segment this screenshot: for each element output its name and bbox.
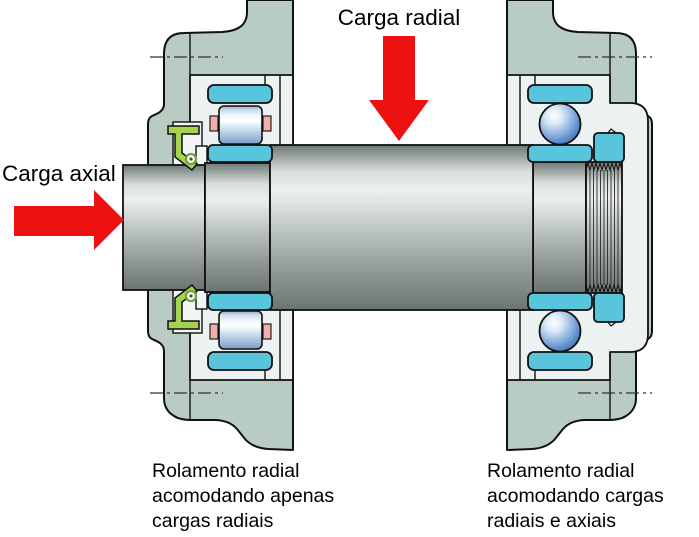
seal-spring-center xyxy=(189,157,193,161)
roller-cage-top-right xyxy=(262,115,272,132)
radial-load-arrow xyxy=(369,36,429,141)
right-outer-ring-top xyxy=(527,84,593,104)
shaft-threads xyxy=(585,161,623,294)
seal-body xyxy=(167,125,200,172)
left-outer-ring-top xyxy=(207,84,273,104)
locknut-assembly xyxy=(593,128,625,327)
right-outer-ring-bottom xyxy=(527,351,593,371)
roller-cage-top-left xyxy=(209,115,219,132)
right-ball-bearing xyxy=(527,84,593,371)
shaft-left-stub xyxy=(122,164,206,291)
bolt-centerlines xyxy=(150,56,652,394)
left-outer-ring-bottom xyxy=(207,351,273,371)
roller-bottom xyxy=(218,310,263,350)
roller-top xyxy=(218,105,263,145)
shaft-right-bearing-seat xyxy=(532,161,587,294)
right-inner-ring-bottom xyxy=(527,292,593,311)
right-bearing-caption: Rolamento radial acomodando cargas radia… xyxy=(487,460,664,532)
locknut-top xyxy=(593,132,625,163)
left-bearing-caption: Rolamento radial acomodando apenas carga… xyxy=(152,460,334,532)
shaft-left-bearing-seat xyxy=(204,162,271,293)
shaft xyxy=(122,144,623,311)
roller-cage-bottom-right xyxy=(262,323,272,340)
left-roller-bearing xyxy=(207,84,273,371)
right-inner-ring-top xyxy=(527,144,593,163)
roller-cage-bottom-left xyxy=(209,323,219,340)
caption-line: Rolamento radial xyxy=(487,460,634,482)
locknut-bottom xyxy=(593,292,625,323)
caption-line: radiais e axiais xyxy=(487,510,616,532)
shaft-main-section xyxy=(269,144,534,311)
caption-line: Rolamento radial xyxy=(152,460,299,482)
axial-load-arrow xyxy=(14,190,124,250)
caption-line: cargas radiais xyxy=(152,510,274,532)
axial-load-label: Carga axial xyxy=(2,161,116,186)
lip-seal-top xyxy=(167,125,200,172)
ball-bottom xyxy=(538,309,582,353)
left-inner-ring-bottom xyxy=(207,292,273,311)
caption-line: acomodando cargas xyxy=(487,485,664,507)
left-inner-ring-top xyxy=(207,144,273,163)
radial-load-label: Carga radial xyxy=(338,5,461,30)
ball-top xyxy=(538,102,582,146)
caption-line: acomodando apenas xyxy=(152,485,334,507)
